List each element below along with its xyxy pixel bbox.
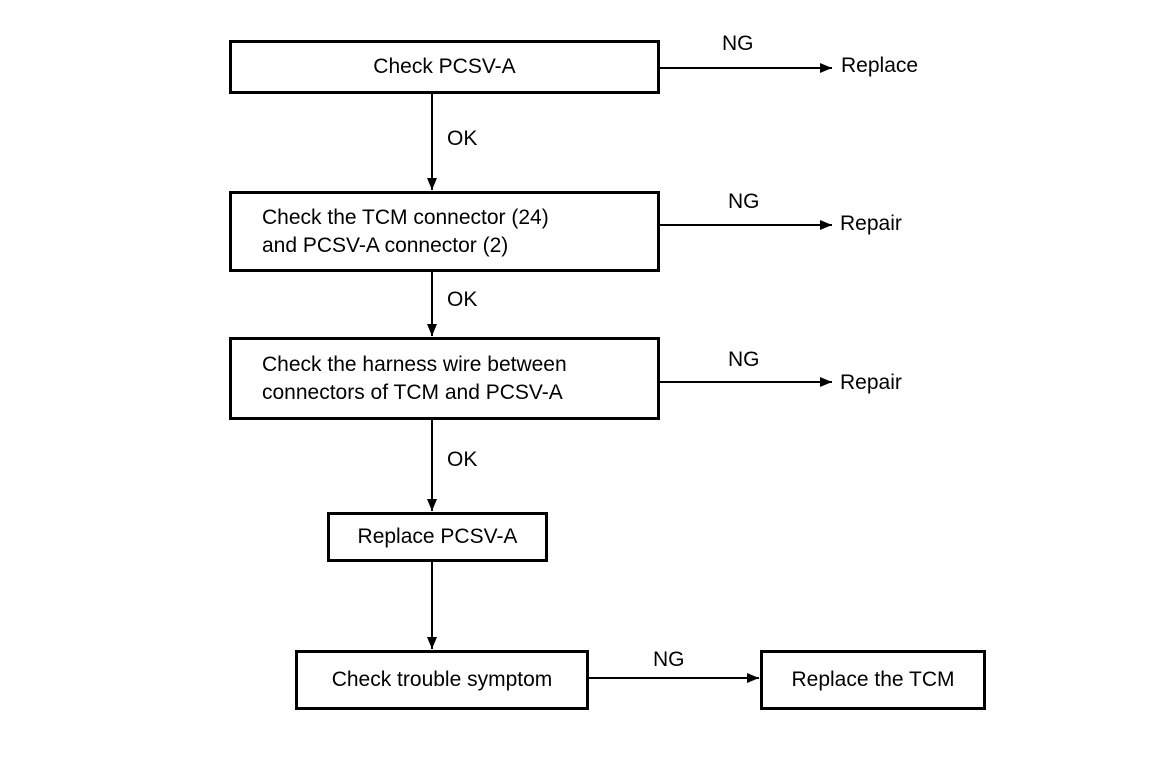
node-check-harness-line-1: Check the harness wire between: [262, 352, 567, 376]
node-replace-tcm-text: Replace the TCM: [791, 668, 955, 691]
node-check-pcsv-a-text: Check PCSV-A: [373, 55, 516, 78]
node-replace-pcsv-a: Replace PCSV-A: [327, 512, 548, 562]
node-check-harness: Check the harness wire between connector…: [229, 337, 660, 420]
edge-label-ok-1: OK: [447, 127, 478, 150]
node-check-harness-line-2: connectors of TCM and PCSV-A: [262, 380, 563, 404]
outcome-repair-2: Repair: [840, 371, 902, 394]
outcome-replace: Replace: [841, 54, 919, 77]
edge-label-ok-2: OK: [447, 288, 478, 311]
edge-label-ng-3: NG: [728, 348, 760, 371]
edge-label-ng-1: NG: [722, 32, 754, 55]
node-replace-pcsv-a-text: Replace PCSV-A: [357, 525, 518, 548]
node-check-pcsv-a: Check PCSV-A: [229, 40, 660, 94]
edge-label-ok-3: OK: [447, 448, 478, 471]
edge-label-ng-4: NG: [653, 648, 685, 671]
outcome-repair-1: Repair: [840, 212, 902, 235]
node-check-trouble-symptom: Check trouble symptom: [295, 650, 589, 710]
node-check-connectors-line-1: Check the TCM connector (24): [262, 205, 549, 229]
node-check-trouble-symptom-text: Check trouble symptom: [331, 668, 553, 691]
node-check-connectors-line-2: and PCSV-A connector (2): [262, 233, 509, 257]
node-replace-tcm: Replace the TCM: [760, 650, 986, 710]
edge-label-ng-2: NG: [728, 190, 760, 213]
node-check-connectors: Check the TCM connector (24) and PCSV-A …: [229, 191, 660, 272]
